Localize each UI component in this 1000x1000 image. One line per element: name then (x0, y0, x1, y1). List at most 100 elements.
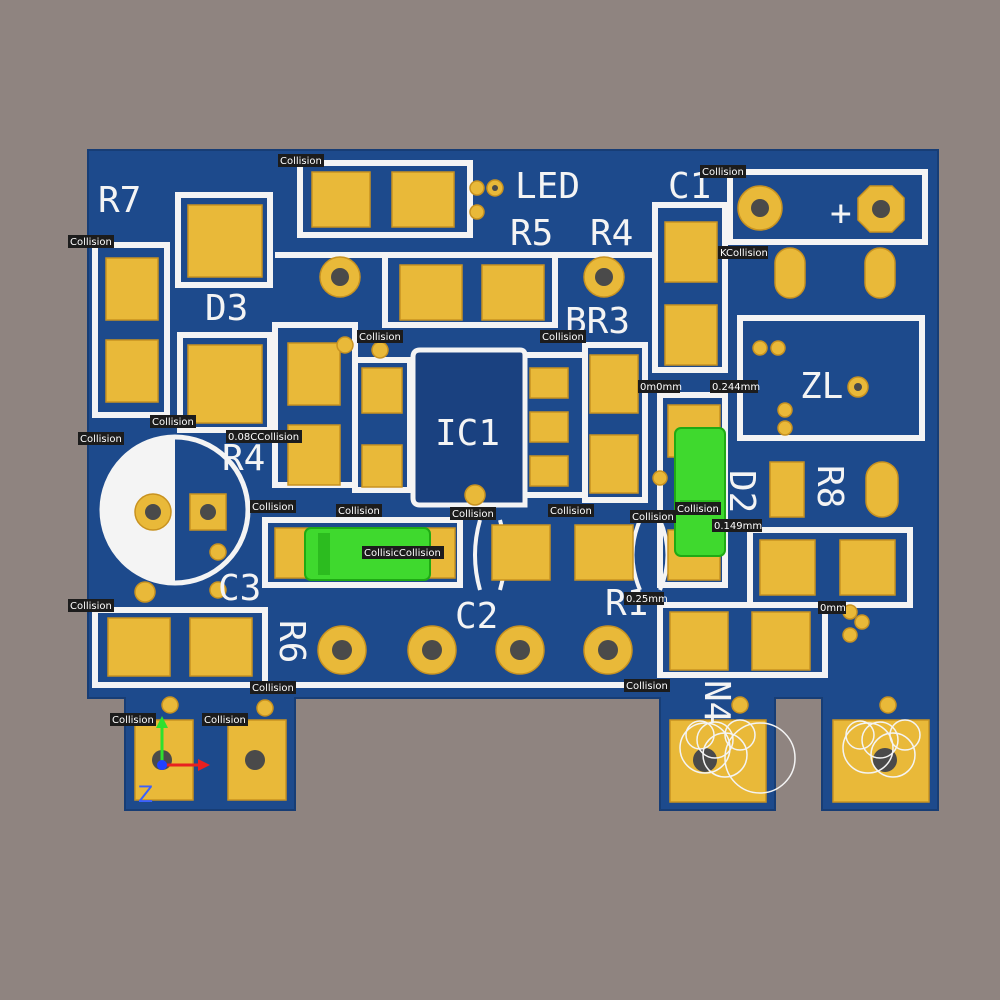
power-connector-outline (727, 169, 928, 245)
violation-tag[interactable]: 0.149mm (712, 519, 762, 532)
svg-text:Collision: Collision (632, 512, 674, 523)
r7-pad-2[interactable] (105, 339, 159, 403)
violation-tag[interactable]: Collision (630, 510, 676, 523)
r4-pad-1[interactable] (287, 342, 341, 406)
c2-pad-1[interactable] (491, 524, 551, 581)
connector-pad-oval-2[interactable] (864, 247, 896, 299)
violation-tag[interactable]: 0.244mm (710, 380, 760, 393)
svg-text:Collision: Collision (152, 417, 194, 428)
c3-pad-2[interactable] (189, 493, 227, 531)
axis-z-label: Z (138, 783, 153, 808)
c1-pad-2[interactable] (664, 304, 718, 366)
r1-pad-2[interactable] (751, 611, 811, 671)
connector-pad-oval-1[interactable] (774, 247, 806, 299)
violation-tag[interactable]: CollisicCollision (362, 546, 444, 559)
refdes-r4: R4 (590, 213, 633, 254)
r8-pad-2[interactable] (839, 539, 896, 596)
led-pad-1[interactable] (311, 171, 371, 228)
ic1-pin-2[interactable] (529, 411, 569, 443)
c2-left-outline (262, 517, 463, 588)
refdes-ic1: IC1 (435, 413, 500, 454)
violation-tag[interactable]: Collision (78, 432, 124, 445)
r8-pad-oval[interactable] (865, 461, 899, 518)
violation-tag[interactable]: 0m0mm (638, 380, 682, 393)
refdes-zl: ZL (800, 366, 843, 407)
ic1-pin-3[interactable] (529, 455, 569, 487)
r5-pad-2[interactable] (481, 264, 545, 321)
d3-pad-2[interactable] (187, 344, 263, 424)
violation-tag[interactable]: Collision (675, 502, 721, 515)
led-pad-2[interactable] (391, 171, 455, 228)
led-outline (297, 160, 473, 238)
violation-tag[interactable]: KCollision (718, 246, 768, 259)
violation-tag[interactable]: Collision (150, 415, 196, 428)
refdes-n4: N4 (696, 680, 737, 723)
svg-text:Collision: Collision (359, 332, 401, 343)
refdes-r4-b: R4 (222, 438, 265, 479)
c2-pad-2[interactable] (574, 524, 634, 581)
r8-pad-small[interactable] (769, 461, 805, 518)
c-small-pad-2[interactable] (361, 444, 403, 488)
c1-pad-1[interactable] (664, 221, 718, 283)
svg-text:0m0mm: 0m0mm (640, 382, 682, 393)
br3-pad-1[interactable] (589, 354, 639, 414)
svg-text:Collision: Collision (252, 502, 294, 513)
r8-pad-1[interactable] (759, 539, 816, 596)
through-hole-pads (134, 185, 930, 803)
violation-tag[interactable]: Collision (68, 599, 114, 612)
c-small-outline (352, 357, 413, 493)
r5-pad-1[interactable] (399, 264, 463, 321)
violation-tag[interactable]: Collision (450, 507, 496, 520)
r7-pad-1[interactable] (105, 257, 159, 321)
ic1-pin-1[interactable] (529, 367, 569, 399)
axis-gizmo: Z (138, 716, 210, 808)
refdes-d2: D2 (721, 470, 762, 513)
r1-pad-1[interactable] (669, 611, 729, 671)
violation-tag[interactable]: Collision (202, 713, 248, 726)
violation-tag[interactable]: Collision (250, 681, 296, 694)
refdes-c2: C2 (455, 596, 498, 637)
svg-text:Collision: Collision (338, 506, 380, 517)
svg-text:Collision: Collision (252, 683, 294, 694)
svg-text:0.08CCollision: 0.08CCollision (228, 432, 299, 443)
violation-tag[interactable]: Collision (548, 504, 594, 517)
violation-tag[interactable]: Collision (250, 500, 296, 513)
violation-tag[interactable]: Collision (540, 330, 586, 343)
r6-pad-1[interactable] (107, 617, 171, 677)
r6-pad-2[interactable] (189, 617, 253, 677)
svg-text:Collision: Collision (80, 434, 122, 445)
violation-tag[interactable]: 0.25mm (624, 592, 668, 605)
svg-text:0.149mm: 0.149mm (714, 521, 762, 532)
svg-text:CollisicCollision: CollisicCollision (364, 548, 441, 559)
svg-text:Collision: Collision (70, 237, 112, 248)
svg-text:0mm: 0mm (820, 603, 846, 614)
br3-pad-2[interactable] (589, 434, 639, 494)
violation-tag[interactable]: 0mm (818, 601, 846, 614)
drc-violation-tags: Collision Collision Collision KCollision… (68, 154, 846, 726)
svg-text:0.244mm: 0.244mm (712, 382, 760, 393)
svg-text:0.25mm: 0.25mm (626, 594, 668, 605)
violation-tag[interactable]: Collision (68, 235, 114, 248)
br3-outline (582, 342, 648, 503)
zl-outline (737, 315, 925, 441)
violation-tag[interactable]: 0.08CCollision (226, 430, 302, 443)
svg-text:Collision: Collision (677, 504, 719, 515)
violation-tag[interactable]: Collision (357, 330, 403, 343)
reference-designators: R7 LED C1 R5 R4 D3 BR3 IC1 ZL R4 R8 D2 C… (98, 166, 852, 723)
c-small-pad-1[interactable] (361, 367, 403, 414)
violation-tag[interactable]: Collision (336, 504, 382, 517)
refdes-c3: C3 (218, 568, 261, 609)
svg-text:Collision: Collision (702, 167, 744, 178)
violation-tag[interactable]: Collision (624, 679, 670, 692)
violation-tag[interactable]: Collision (110, 713, 156, 726)
colliding-component-vertical[interactable] (674, 427, 726, 557)
refdes-r5: R5 (510, 213, 553, 254)
c1-outline (652, 202, 728, 373)
svg-text:Collision: Collision (626, 681, 668, 692)
r7-outline (92, 242, 170, 418)
violation-tag[interactable]: Collision (700, 165, 746, 178)
d3-pad-1[interactable] (187, 204, 263, 278)
ic1-package[interactable] (410, 347, 528, 508)
violation-tag[interactable]: Collision (278, 154, 324, 167)
